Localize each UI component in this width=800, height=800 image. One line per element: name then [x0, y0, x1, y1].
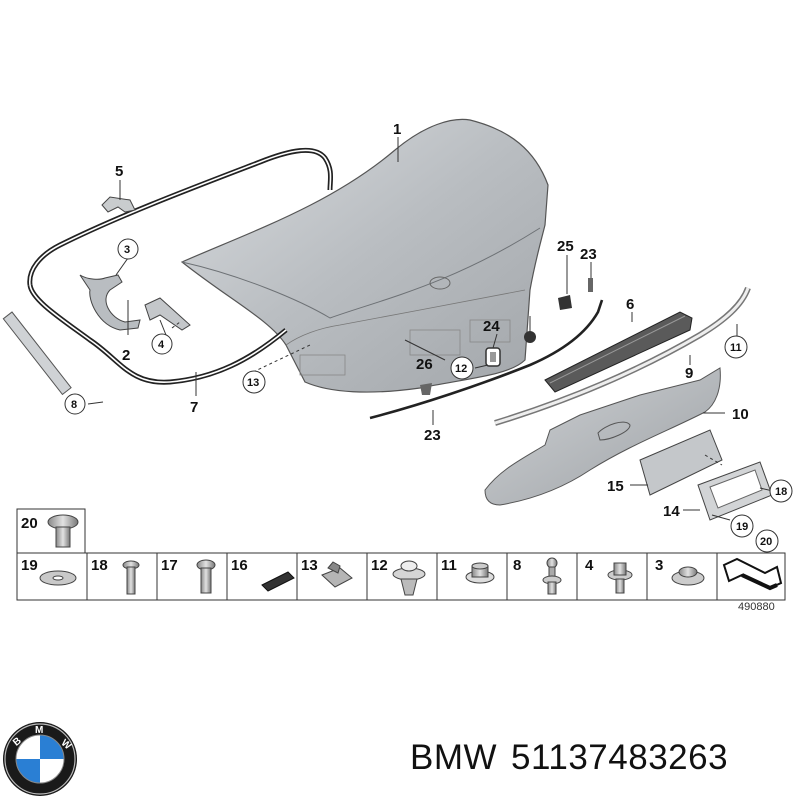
hw-label-3: 3	[655, 557, 663, 574]
hinge-assembly	[79, 196, 191, 331]
callout-23-label: 23	[580, 246, 597, 263]
callout-4: 4	[158, 339, 165, 351]
hw-label-11: 11	[441, 557, 457, 574]
license-frame	[639, 429, 773, 521]
callout-15: 15	[607, 478, 624, 495]
callout-6: 6	[626, 296, 634, 313]
callout-25: 26	[416, 356, 433, 373]
brake-light	[544, 311, 693, 393]
callout-3: 3	[124, 244, 130, 256]
callout-19: 19	[736, 521, 748, 533]
hw-label-20: 20	[21, 515, 38, 532]
hw-label-4: 4	[585, 557, 594, 574]
brand-name: BMW	[410, 738, 498, 777]
callout-5: 5	[115, 163, 123, 180]
hw-screw-18	[122, 560, 140, 595]
callout-labels: 1 5 3 2 4 7 8 13 12 26 23 24 25 25 23 6 …	[64, 121, 793, 553]
hw-label-8: 8	[513, 557, 521, 574]
bmw-logo: B M W	[3, 722, 77, 796]
weather-seal	[27, 147, 334, 385]
hw-ballstud-8	[542, 557, 562, 595]
callout-11: 11	[730, 342, 742, 354]
hw-label-18: 18	[91, 557, 108, 574]
hw-arrow-symbol	[722, 557, 783, 591]
gas-strut	[2, 311, 72, 396]
hw-bolt-4	[607, 562, 633, 594]
callout-18: 18	[775, 486, 787, 498]
trim-panel	[484, 367, 721, 506]
callout-10: 10	[732, 406, 749, 423]
hw-label-19: 19	[21, 557, 38, 574]
hw-label-13: 13	[301, 557, 318, 574]
diagram-number: 490880	[738, 601, 775, 613]
hw-clip-13	[321, 561, 353, 588]
callout-24: 25	[557, 238, 574, 255]
hw-label-12: 12	[371, 557, 388, 574]
footer-caption: BMW 51137483263	[410, 738, 728, 778]
callout-8: 8	[71, 399, 77, 411]
small-parts	[420, 278, 593, 395]
hw-label-16: 16	[231, 557, 248, 574]
callout-12: 12	[455, 363, 467, 375]
hw-pad-16	[261, 571, 295, 592]
callout-7: 7	[190, 399, 198, 416]
callout-13: 13	[247, 377, 259, 389]
part-number: 51137483263	[511, 738, 729, 777]
hardware-table: 20 19 18 17 16 13 12 11 8 4 3	[16, 508, 786, 613]
leader-lines	[87, 137, 774, 521]
callout-2: 2	[122, 347, 130, 364]
hw-nut-11	[465, 562, 495, 584]
hw-label-17: 17	[161, 557, 178, 574]
hw-bolt-20	[47, 514, 79, 548]
chrome-strip	[494, 286, 751, 426]
callout-22: 24	[483, 318, 500, 335]
trunk-lid	[180, 118, 549, 393]
hw-washer-19	[39, 570, 77, 586]
callout-9: 9	[685, 365, 693, 382]
molding-strip	[369, 299, 604, 420]
callout-21: 23	[424, 427, 441, 444]
callout-14: 14	[663, 503, 680, 520]
callout-1: 1	[393, 121, 401, 138]
callout-20: 20	[760, 536, 772, 548]
svg-text:M: M	[35, 725, 43, 736]
hw-clip-12	[392, 560, 426, 596]
hw-nut-3	[671, 566, 705, 586]
hw-screw-17	[196, 559, 216, 594]
